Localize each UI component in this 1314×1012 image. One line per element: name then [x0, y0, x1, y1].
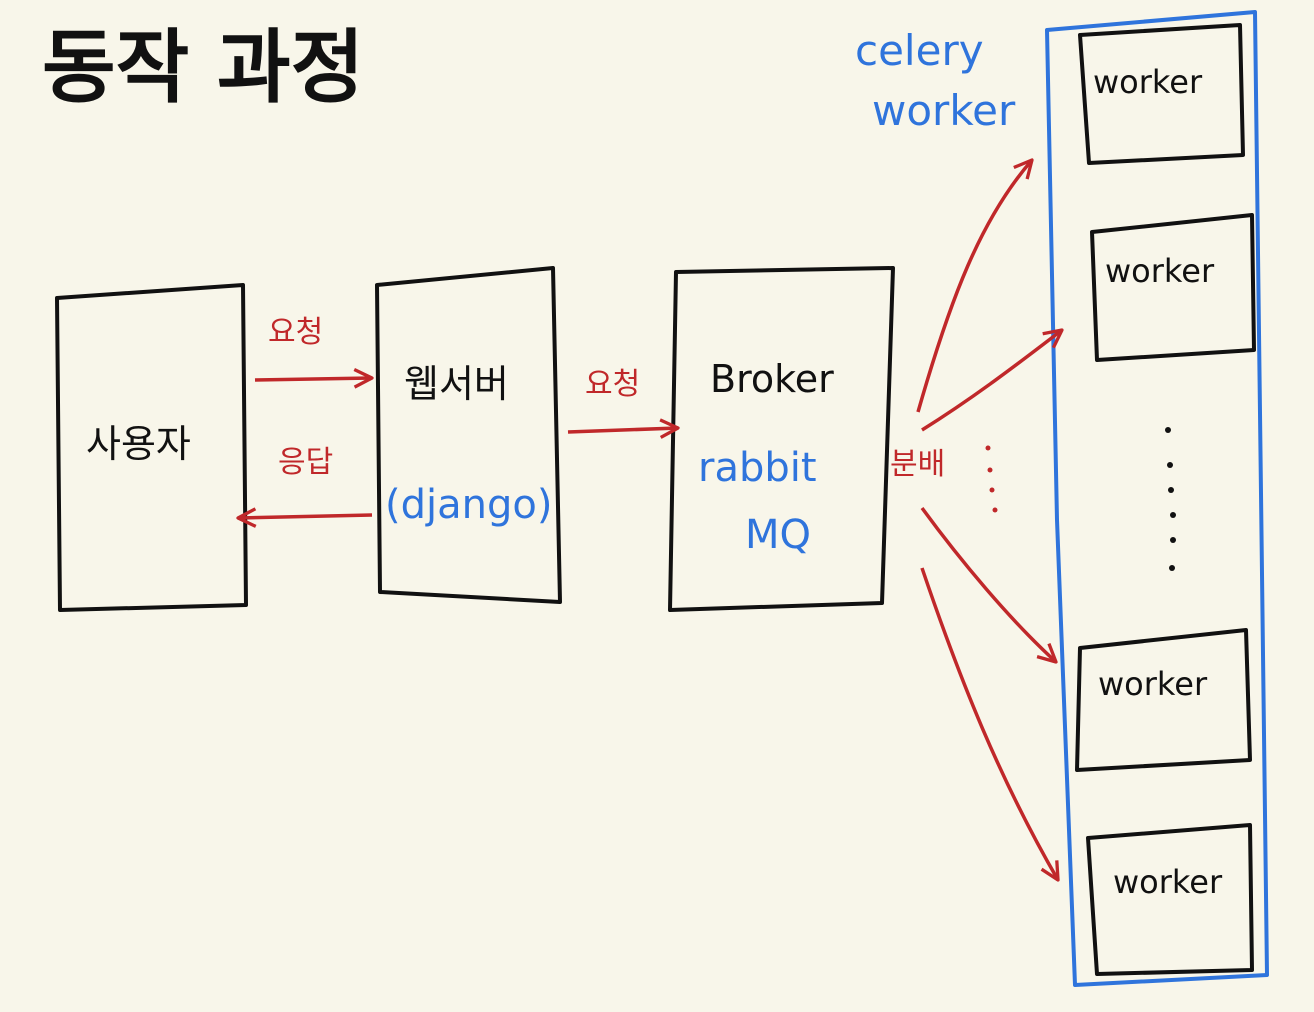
arrow-request-webserver-to-broker — [567, 418, 680, 439]
arrow-request-user-to-webserver — [254, 368, 374, 389]
worker-box-2 — [1090, 213, 1256, 362]
worker-label-1: worker — [1093, 63, 1203, 101]
edge-label-response: 응답 — [278, 445, 334, 480]
worker-label-3: worker — [1098, 665, 1208, 703]
distribute-ellipsis-dots — [985, 445, 998, 513]
celery-group-label-2: worker — [872, 86, 1016, 135]
worker-ellipsis-dots — [1165, 427, 1176, 571]
webserver-label: 웹서버 — [404, 362, 509, 406]
diagram-title: 동작 과정 — [42, 21, 365, 114]
worker-label-4: worker — [1113, 863, 1223, 901]
edge-label-request-2: 요청 — [585, 367, 641, 402]
broker-sublabel-mq: MQ — [745, 512, 811, 558]
worker-label-2: worker — [1105, 252, 1215, 290]
arrow-distribute-4 — [920, 567, 1060, 882]
worker-box-3 — [1075, 628, 1252, 772]
user-label: 사용자 — [86, 422, 191, 466]
worker-box-1 — [1078, 23, 1245, 165]
broker-sublabel-rabbit: rabbit — [698, 445, 817, 491]
edge-label-request-1: 요청 — [268, 315, 324, 350]
celery-group-box — [1045, 10, 1269, 987]
arrow-response-webserver-to-user — [236, 507, 373, 528]
worker-box-4 — [1086, 823, 1254, 976]
broker-box — [668, 266, 895, 612]
user-box — [55, 283, 248, 612]
arrow-distribute-2 — [921, 328, 1064, 432]
broker-label: Broker — [710, 357, 834, 401]
webserver-sublabel: (django) — [385, 482, 553, 528]
celery-group-label-1: celery — [855, 26, 984, 75]
webserver-box — [375, 266, 562, 604]
arrow-distribute-3 — [920, 506, 1058, 664]
edge-label-distribute: 분배 — [890, 447, 946, 482]
arrow-distribute-1 — [916, 158, 1034, 413]
